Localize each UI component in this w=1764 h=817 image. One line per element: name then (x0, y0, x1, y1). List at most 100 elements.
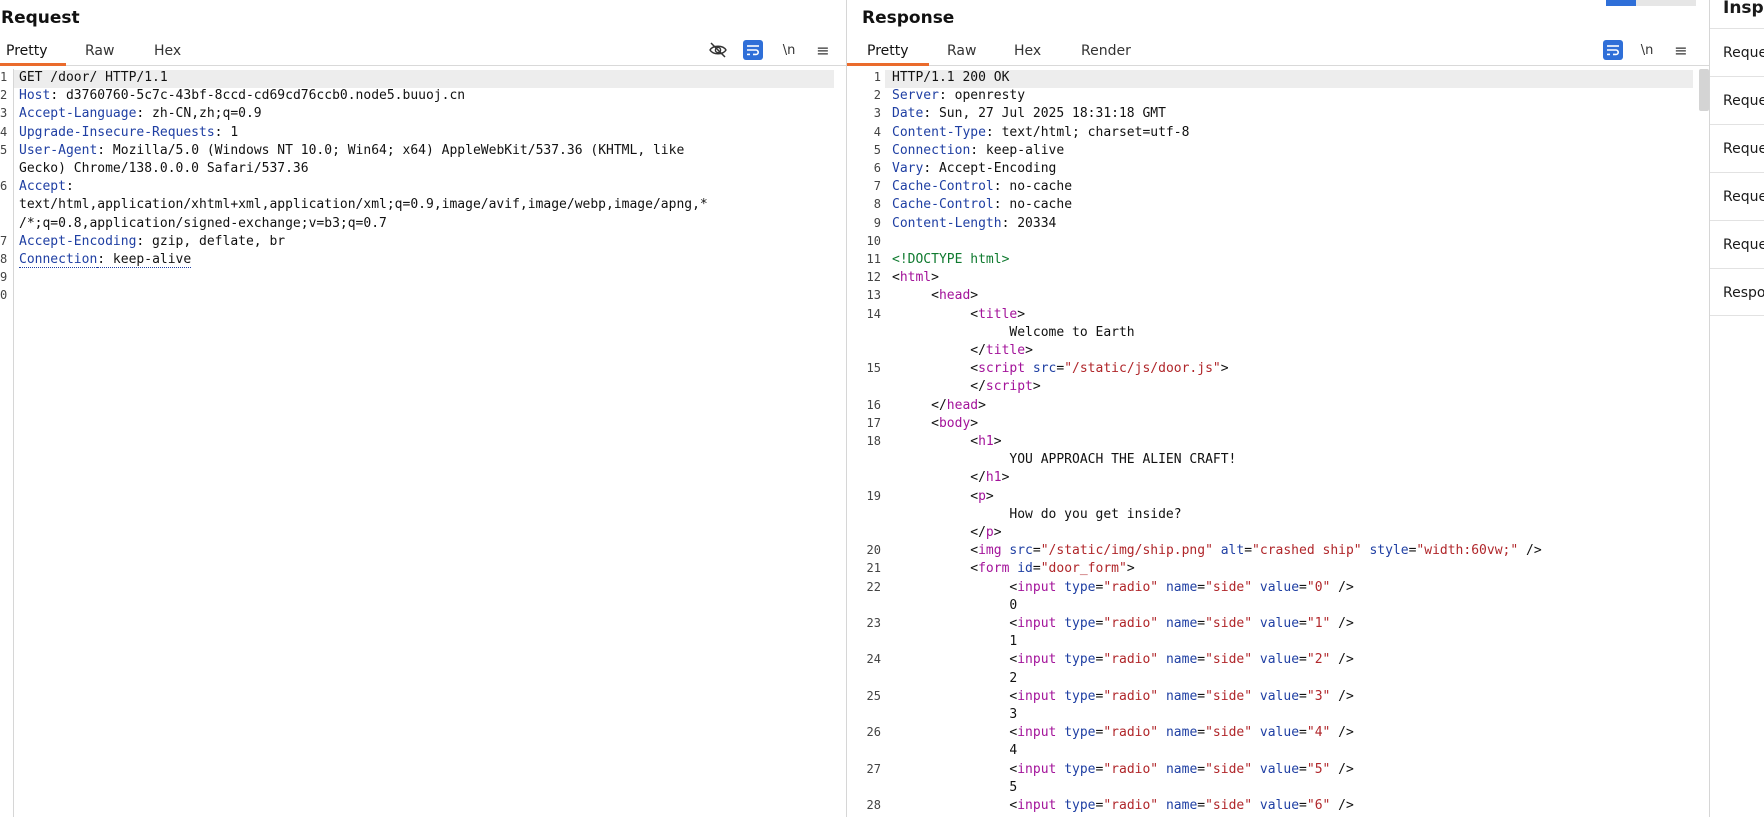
code-token: "/static/img/ship.png" (1040, 543, 1213, 559)
code-token: "side" (1205, 798, 1253, 813)
code-token (1158, 798, 1166, 813)
line-number: 7 (873, 179, 881, 194)
code-line: <body> (892, 416, 978, 431)
request-tab-pretty[interactable]: Pretty (0, 40, 66, 66)
code-token: : no-cache (993, 197, 1073, 213)
code-token: "1" (1306, 616, 1331, 631)
word-wrap-icon[interactable] (1603, 40, 1623, 60)
code-token: > (1126, 561, 1135, 577)
code-token: : gzip, deflate, br (136, 233, 286, 249)
code-token (1252, 762, 1260, 777)
request-tab-raw[interactable]: Raw (85, 43, 115, 59)
response-tab-raw[interactable]: Raw (947, 43, 977, 59)
inspector-item-request-query[interactable]: Reque (1710, 76, 1764, 124)
hamburger-menu-icon[interactable]: ≡ (816, 40, 830, 60)
response-tabbar: Pretty Raw Hex Render (847, 40, 1709, 66)
code-token: "width:60vw;" (1416, 543, 1519, 559)
code-token: = (1197, 688, 1206, 704)
response-tab-hex[interactable]: Hex (1014, 43, 1042, 59)
code-line: <input type="radio" name="side" value="0… (892, 579, 1353, 595)
code-token: > (1001, 470, 1010, 486)
line-number: 13 (866, 288, 881, 303)
line-number: 22 (866, 579, 881, 594)
inspector-item-request-attributes[interactable]: Reque (1710, 28, 1764, 76)
request-tab-hex[interactable]: Hex (154, 43, 182, 59)
code-line: 3 (892, 707, 1017, 722)
code-token: How do you get inside? (892, 506, 1182, 522)
code-token: = (1197, 652, 1206, 668)
layout-toggle-left[interactable] (1606, 0, 1636, 6)
layout-toggle-middle[interactable] (1636, 0, 1666, 6)
code-token: = (1095, 579, 1104, 595)
code-token: < (892, 488, 979, 504)
current-line-highlight (14, 70, 834, 88)
newline-toggle-button[interactable]: \n (1640, 42, 1654, 58)
code-token: > (970, 288, 979, 304)
code-token: Connection (19, 252, 98, 268)
code-token: < (892, 270, 900, 286)
code-token: "radio" (1103, 798, 1159, 813)
code-token: name (1165, 616, 1198, 631)
code-token: 3 (892, 707, 1018, 722)
code-token: : Sun, 27 Jul 2025 18:31:18 GMT (923, 106, 1166, 122)
code-token: /> (1330, 652, 1354, 668)
line-number: 5 (873, 142, 881, 157)
code-token: Gecko) Chrome/138.0.0.0 Safari/537.36 (19, 161, 309, 176)
hamburger-menu-icon[interactable]: ≡ (1674, 40, 1688, 60)
code-token: /> (1330, 688, 1354, 704)
inspector-item-request-headers[interactable]: Reque (1710, 220, 1764, 268)
code-token: title (978, 306, 1018, 322)
eye-slash-icon[interactable] (708, 40, 728, 60)
code-line: Date: Sun, 27 Jul 2025 18:31:18 GMT (892, 106, 1166, 121)
code-line: Host: d3760760-5c7c-43bf-8ccd-cd69cd76cc… (19, 88, 465, 103)
code-token: Host (19, 88, 51, 104)
line-number: 2 (0, 88, 8, 103)
code-token: "6" (1306, 798, 1331, 813)
response-scrollbar[interactable] (1699, 69, 1709, 111)
code-token: id (1017, 561, 1033, 577)
code-token: "radio" (1103, 616, 1159, 631)
code-token: Cache-Control (892, 179, 994, 195)
line-number: 16 (866, 397, 881, 412)
code-token: img (978, 543, 1002, 559)
code-line: Server: openresty (892, 88, 1025, 103)
code-line: </h1> (892, 470, 1009, 485)
response-tab-render[interactable]: Render (1081, 43, 1131, 59)
line-number: 28 (866, 798, 881, 812)
inspector-item-request-cookies[interactable]: Reque (1710, 172, 1764, 220)
inspector-item-request-body[interactable]: Reque (1710, 124, 1764, 172)
code-token (1252, 616, 1260, 631)
line-number: 7 (0, 233, 8, 248)
code-token: "radio" (1103, 688, 1159, 704)
line-number: 2 (873, 88, 881, 103)
layout-toggle-right[interactable] (1666, 0, 1696, 6)
line-number: 19 (866, 488, 881, 503)
code-token: alt (1220, 543, 1245, 559)
request-title: Request (1, 8, 80, 28)
code-token: = (1408, 543, 1417, 559)
response-tab-pretty[interactable]: Pretty (847, 40, 929, 66)
inspector-title: Inspe (1723, 0, 1764, 18)
code-token (1252, 689, 1260, 704)
layout-toggle-group[interactable] (1606, 0, 1696, 6)
code-token: = (1299, 761, 1307, 777)
pane-divider[interactable] (846, 0, 847, 817)
code-token: "side" (1205, 688, 1253, 704)
newline-toggle-button[interactable]: \n (782, 42, 796, 58)
line-number: 1 (873, 70, 881, 84)
pane-divider[interactable] (1709, 0, 1710, 817)
inspector-item-response-headers[interactable]: Respo (1710, 268, 1764, 316)
code-token: src (1032, 361, 1057, 377)
code-token: /*;q=0.8,application/signed-exchange;v=b… (19, 215, 387, 231)
code-token: < (892, 579, 1018, 595)
code-token: "side" (1205, 652, 1253, 668)
code-token: < (892, 434, 979, 449)
code-token: < (892, 616, 1018, 631)
word-wrap-icon[interactable] (743, 40, 763, 60)
code-token: < (892, 543, 979, 559)
line-number: 8 (0, 252, 8, 266)
